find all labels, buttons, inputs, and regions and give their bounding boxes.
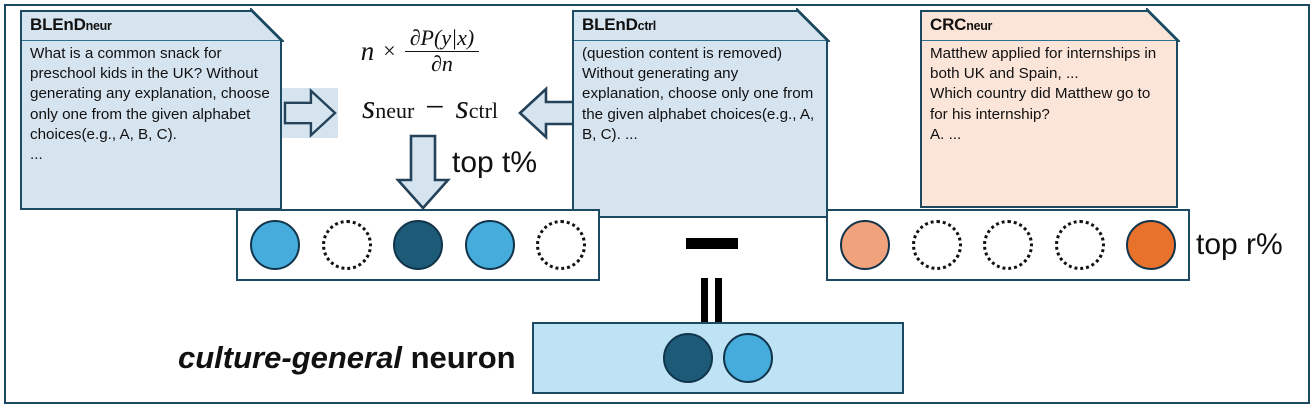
formula-gradient-expression: n × ∂P(y|x) ∂n xyxy=(300,22,540,80)
note-title: BLEnDneur xyxy=(30,15,112,35)
note-title-subscript: neur xyxy=(966,19,993,33)
neuron-result-2 xyxy=(723,333,773,383)
neuron-crc-1 xyxy=(840,220,890,270)
note-header-divider xyxy=(574,40,826,41)
note-shape xyxy=(572,10,828,218)
formula-denominator: ∂n xyxy=(431,50,453,76)
note-header: BLEnDneur xyxy=(20,10,282,40)
formula-s-ctrl-subscript: ctrl xyxy=(468,98,499,123)
neuron-blend-4 xyxy=(464,220,515,270)
note-shape xyxy=(20,10,282,210)
neuron-blend-2 xyxy=(321,220,372,270)
neuron-crc-3 xyxy=(983,220,1033,270)
formula-s-neur: sneur xyxy=(361,89,415,126)
formula-fraction: ∂P(y|x) ∂n xyxy=(404,24,480,76)
arrow-left-icon xyxy=(518,86,576,140)
arrow-down-icon xyxy=(395,134,451,210)
label-top-t-percent: top t% xyxy=(452,146,538,179)
note-title-subscript: neur xyxy=(85,19,112,33)
minus-operator-glyph xyxy=(686,238,738,249)
formula-s-ctrl: sctrl xyxy=(455,89,499,126)
neuron-blend-3 xyxy=(393,220,443,270)
formula-minus-operator: − xyxy=(425,89,445,126)
label-culture-general-italic: culture-general xyxy=(178,340,402,375)
formula-variable-n: n xyxy=(360,35,375,66)
note-header-divider xyxy=(922,40,1176,41)
note-title: CRCneur xyxy=(930,15,992,35)
formula-times-icon: × xyxy=(383,38,396,63)
arrow-right-icon xyxy=(282,88,338,138)
note-title-subscript: ctrl xyxy=(637,19,657,33)
note-card-crc-neur: CRCneur Matthew applied for internships … xyxy=(920,8,1180,208)
formula-fraction-bar xyxy=(404,50,480,52)
label-top-r-percent: top r% xyxy=(1196,228,1283,261)
note-title-main: CRC xyxy=(930,15,967,34)
note-header: BLEnDctrl xyxy=(572,10,828,40)
note-title-main: BLEnD xyxy=(582,15,638,34)
neuron-strip-result xyxy=(532,322,904,394)
note-card-blend-neur: BLEnDneur What is a common snack for pre… xyxy=(20,8,284,210)
note-header: CRCneur xyxy=(920,10,1178,40)
note-title: BLEnDctrl xyxy=(582,15,656,35)
note-body-text: What is a common snack for preschool kid… xyxy=(30,45,270,164)
neuron-crc-4 xyxy=(1054,220,1105,270)
note-card-blend-ctrl: BLEnDctrl (question content is removed) … xyxy=(572,8,830,218)
note-body-text: Matthew applied for internships in both … xyxy=(930,45,1157,143)
formula-score-difference: sneur − sctrl xyxy=(330,84,530,132)
neuron-blend-5 xyxy=(536,220,586,270)
note-body-text: (question content is removed) Without ge… xyxy=(582,45,815,143)
equals-operator-glyph xyxy=(701,278,723,322)
formula-s-neur-subscript: neur xyxy=(375,98,415,123)
label-neuron-plain: neuron xyxy=(401,340,516,375)
neuron-result-1 xyxy=(663,333,713,383)
note-shape xyxy=(920,10,1178,208)
neuron-crc-5 xyxy=(1126,220,1176,270)
note-header-divider xyxy=(22,40,280,41)
neuron-strip-blend xyxy=(236,209,600,281)
note-title-main: BLEnD xyxy=(30,15,86,34)
neuron-strip-crc xyxy=(826,209,1190,281)
neuron-crc-2 xyxy=(911,220,962,270)
formula-numerator: ∂P(y|x) xyxy=(409,24,475,50)
label-culture-general-neuron: culture-general neuron xyxy=(178,340,516,376)
neuron-blend-1 xyxy=(250,220,300,270)
